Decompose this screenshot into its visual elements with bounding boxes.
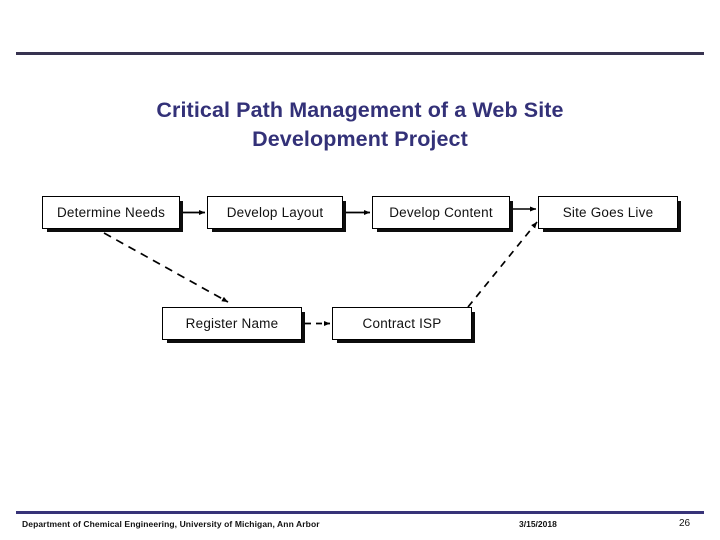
flowchart-node-site-goes-live[interactable]: Site Goes Live — [538, 196, 678, 229]
footer-divider — [16, 511, 704, 514]
footer-organization: Department of Chemical Engineering, Univ… — [22, 519, 320, 529]
footer-page-number: 26 — [679, 518, 691, 529]
node-label: Contract ISP — [362, 316, 442, 331]
flowchart-node-develop-content[interactable]: Develop Content — [372, 196, 510, 229]
node-label: Register Name — [185, 316, 279, 331]
flowchart-node-contract-isp[interactable]: Contract ISP — [332, 307, 472, 340]
node-label: Develop Layout — [226, 205, 324, 220]
header-divider — [16, 52, 704, 55]
flowchart-node-register-name[interactable]: Register Name — [162, 307, 302, 340]
flowchart-node-develop-layout[interactable]: Develop Layout — [207, 196, 343, 229]
node-label: Site Goes Live — [562, 205, 654, 220]
edge-contract-isp-to-site-goes-live — [467, 221, 538, 308]
title-line-1: Critical Path Management of a Web Site — [156, 98, 564, 122]
node-label: Develop Content — [389, 205, 493, 220]
footer-date: 3/15/2018 — [519, 519, 557, 529]
node-label: Determine Needs — [56, 205, 166, 220]
flowchart-node-determine-needs[interactable]: Determine Needs — [42, 196, 180, 229]
edge-determine-needs-to-register-name — [103, 232, 229, 303]
page-title: Critical Path Management of a Web Site D… — [60, 96, 660, 154]
title-line-2: Development Project — [252, 127, 468, 151]
